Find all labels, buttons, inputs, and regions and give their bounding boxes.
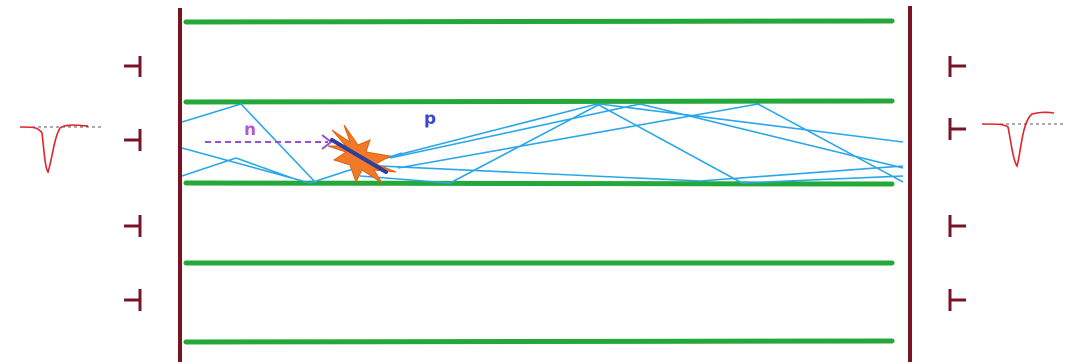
left-detector: [124, 215, 142, 237]
layer-line: [183, 98, 895, 105]
light-ray: [181, 103, 317, 184]
right-pulse-waveform: [981, 111, 1064, 168]
right-detector: [948, 118, 966, 140]
light-ray: [369, 103, 904, 184]
neutron-arrowhead: [321, 134, 333, 150]
light-ray: [389, 103, 904, 169]
right-detector: [948, 289, 966, 311]
left-detector: [124, 289, 142, 311]
light-ray: [181, 157, 293, 179]
right-detector: [948, 215, 966, 237]
light-ray: [379, 165, 904, 182]
left-detectors: [124, 56, 142, 311]
left-detector: [124, 129, 142, 151]
light-ray: [359, 103, 904, 184]
pulse-trace: [981, 111, 1055, 168]
neutron-label: n: [244, 120, 256, 140]
layer-line: [183, 338, 895, 345]
right-detector: [948, 56, 966, 77]
proton-label: p: [424, 109, 436, 129]
left-pulse-waveform: [19, 124, 102, 174]
layer-line: [183, 180, 895, 187]
right-detectors: [948, 56, 966, 311]
neutron-path: [205, 134, 333, 150]
proton-track: [330, 138, 388, 174]
scintillator-layers: [183, 18, 895, 345]
left-detector: [124, 56, 142, 77]
pulse-trace: [19, 124, 89, 174]
light-rays: [181, 103, 904, 184]
layer-line: [183, 18, 895, 25]
